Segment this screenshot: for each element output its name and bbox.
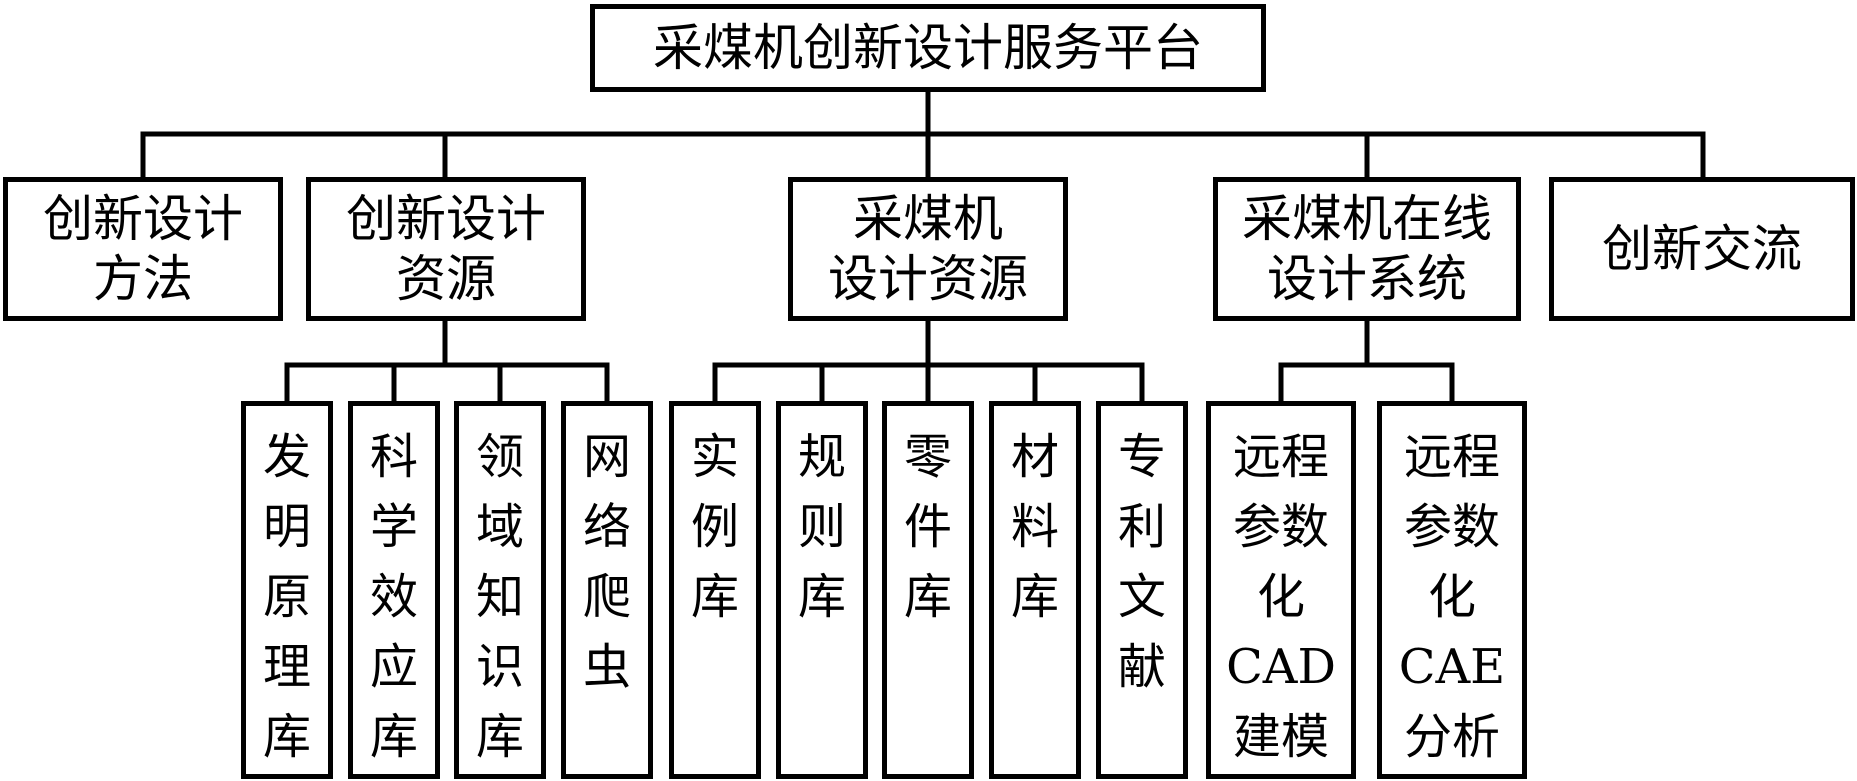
web-crawler-label: 网络爬虫	[582, 429, 631, 695]
part-library-box: 零件库	[882, 401, 974, 779]
patent-literature-box: 专利文献	[1096, 401, 1188, 779]
shearer-online-design-system-box: 采煤机在线 设计系统	[1213, 177, 1521, 321]
remote-parametric-cad-line2: CAD	[1226, 639, 1336, 695]
shearer-online-design-system-line2: 设计系统	[1267, 250, 1467, 308]
invention-principle-library-label: 发明原理库	[262, 429, 311, 765]
root-label: 采煤机创新设计服务平台	[653, 19, 1203, 77]
rule-library-box: 规则库	[776, 401, 868, 779]
innovation-design-resources-box: 创新设计 资源	[306, 177, 586, 321]
domain-knowledge-library-label: 领域知识库	[475, 429, 524, 765]
remote-parametric-cad-line1: 远程参数化	[1232, 429, 1329, 625]
innovation-design-resources-line1: 创新设计	[346, 190, 546, 248]
innovation-design-method-line1: 创新设计	[43, 190, 243, 248]
domain-knowledge-library-box: 领域知识库	[454, 401, 546, 779]
patent-literature-label: 专利文献	[1117, 429, 1166, 695]
case-library-box: 实例库	[669, 401, 761, 779]
innovation-exchange-line1: 创新交流	[1602, 220, 1802, 278]
remote-parametric-cae-line1: 远程参数化	[1403, 429, 1500, 625]
innovation-design-resources-line2: 资源	[396, 250, 496, 308]
remote-parametric-cae-box: 远程参数化 CAE 分析	[1377, 401, 1527, 779]
case-library-label: 实例库	[690, 429, 739, 625]
invention-principle-library-box: 发明原理库	[241, 401, 333, 779]
material-library-box: 材料库	[989, 401, 1081, 779]
remote-parametric-cae-line3: 分析	[1403, 709, 1500, 765]
remote-parametric-cad-line3: 建模	[1232, 709, 1329, 765]
rule-library-label: 规则库	[797, 429, 846, 625]
shearer-online-design-system-line1: 采煤机在线	[1242, 190, 1492, 248]
web-crawler-box: 网络爬虫	[561, 401, 653, 779]
shearer-design-resources-line1: 采煤机	[853, 190, 1003, 248]
innovation-exchange-box: 创新交流	[1549, 177, 1855, 321]
scientific-effect-library-label: 科学效应库	[369, 429, 418, 765]
part-library-label: 零件库	[903, 429, 952, 625]
shearer-design-resources-box: 采煤机 设计资源	[788, 177, 1068, 321]
shearer-design-resources-line2: 设计资源	[828, 250, 1028, 308]
innovation-design-method-box: 创新设计 方法	[3, 177, 283, 321]
scientific-effect-library-box: 科学效应库	[348, 401, 440, 779]
root-box: 采煤机创新设计服务平台	[590, 4, 1266, 92]
remote-parametric-cad-box: 远程参数化 CAD 建模	[1206, 401, 1356, 779]
innovation-design-method-line2: 方法	[93, 250, 193, 308]
material-library-label: 材料库	[1010, 429, 1059, 625]
remote-parametric-cae-line2: CAE	[1398, 639, 1506, 695]
